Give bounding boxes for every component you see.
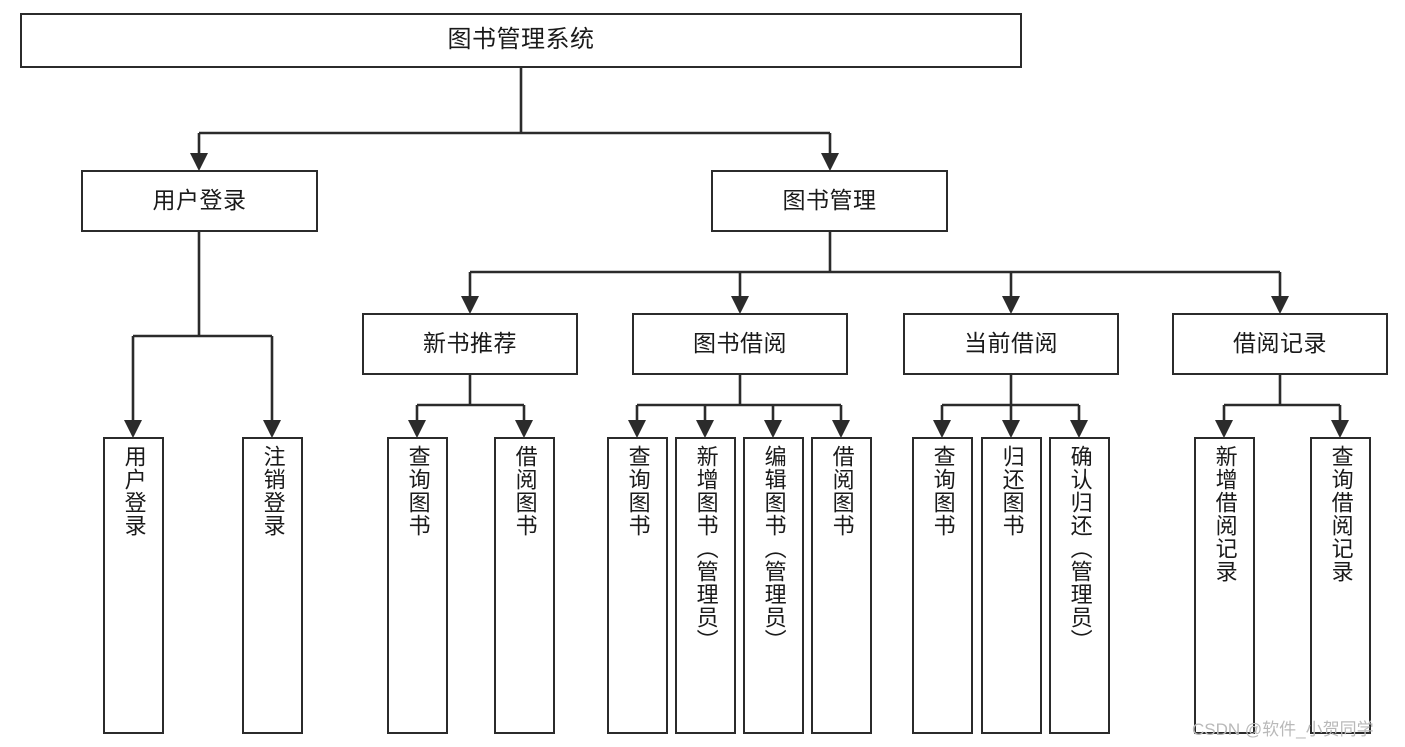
- node-label: 查询图书: [930, 445, 956, 537]
- node-new-book-recommend[interactable]: 新书推荐: [362, 313, 578, 375]
- node-leaf-query-book-current[interactable]: 查询图书: [912, 437, 973, 734]
- node-label: 借阅图书: [829, 445, 855, 537]
- node-leaf-confirm-return[interactable]: 确认归还（管理员）: [1049, 437, 1110, 734]
- node-label: 归还图书: [999, 445, 1025, 537]
- node-leaf-add-borrow-record[interactable]: 新增借阅记录: [1194, 437, 1255, 734]
- csdn-watermark: CSDN @软件_小贺同学: [1192, 720, 1374, 739]
- node-current-borrow[interactable]: 当前借阅: [903, 313, 1119, 375]
- node-leaf-query-book-recommend[interactable]: 查询图书: [387, 437, 448, 734]
- node-label: 确认归还（管理员）: [1067, 445, 1093, 652]
- node-book-borrow[interactable]: 图书借阅: [632, 313, 848, 375]
- node-label: 图书管理: [782, 187, 877, 214]
- node-label: 新增借阅记录: [1212, 445, 1238, 583]
- node-leaf-return-book[interactable]: 归还图书: [981, 437, 1042, 734]
- node-label: 查询图书: [625, 445, 651, 537]
- node-leaf-user-login[interactable]: 用户登录: [103, 437, 164, 734]
- node-leaf-query-book-borrow[interactable]: 查询图书: [607, 437, 668, 734]
- node-leaf-borrow-book-recommend[interactable]: 借阅图书: [494, 437, 555, 734]
- node-leaf-logout-login[interactable]: 注销登录: [242, 437, 303, 734]
- node-leaf-edit-book[interactable]: 编辑图书（管理员）: [743, 437, 804, 734]
- node-leaf-query-borrow-record[interactable]: 查询借阅记录: [1310, 437, 1371, 734]
- node-label: 借阅图书: [512, 445, 538, 537]
- node-label: 用户登录: [152, 187, 247, 214]
- node-root-book-management-system[interactable]: 图书管理系统: [20, 13, 1022, 68]
- node-label: 图书管理系统: [447, 26, 595, 54]
- node-label: 查询图书: [405, 445, 431, 537]
- node-label: 查询借阅记录: [1328, 445, 1354, 583]
- node-borrow-record[interactable]: 借阅记录: [1172, 313, 1388, 375]
- node-leaf-borrow-book[interactable]: 借阅图书: [811, 437, 872, 734]
- node-label: 借阅记录: [1233, 330, 1327, 357]
- node-leaf-add-book[interactable]: 新增图书（管理员）: [675, 437, 736, 734]
- node-label: 新书推荐: [423, 330, 517, 357]
- node-label: 新增图书（管理员）: [693, 445, 719, 652]
- node-label: 用户登录: [121, 445, 147, 537]
- node-label: 图书借阅: [693, 330, 787, 357]
- node-label: 编辑图书（管理员）: [761, 445, 787, 652]
- node-label: 当前借阅: [964, 330, 1058, 357]
- node-user-login[interactable]: 用户登录: [81, 170, 318, 232]
- node-book-management[interactable]: 图书管理: [711, 170, 948, 232]
- node-label: 注销登录: [260, 445, 286, 537]
